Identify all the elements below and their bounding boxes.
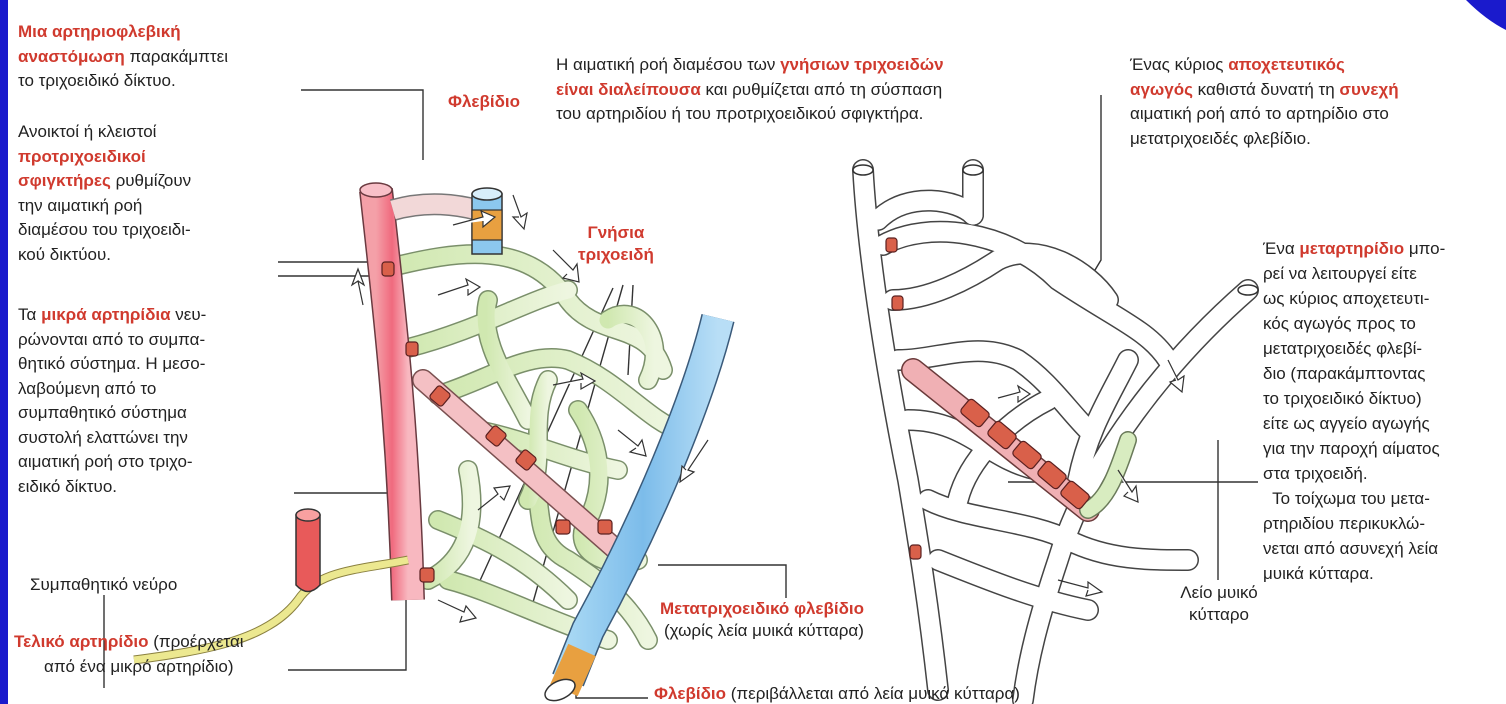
- small-arterioles-text: Τα μικρά αρτηρίδια νευ- ρώνονται από το …: [18, 303, 206, 499]
- sphincters-line5: διαμέσου του τριχοειδι-: [18, 218, 191, 243]
- sphincters-line4: την αιματική ροή: [18, 194, 191, 219]
- small-arterioles-term: μικρά αρτηρίδια: [41, 305, 170, 324]
- metarteriole-line10: στα τριχοειδή.: [1263, 461, 1445, 486]
- metarteriole-line5: μετατριχοειδές φλεβί-: [1263, 336, 1445, 361]
- metarteriole-line6: διο (παρακάμπτοντας: [1263, 361, 1445, 386]
- continuous-term: συνεχή: [1339, 80, 1398, 99]
- metarteriole-term: μεταρτηρίδιο: [1299, 239, 1404, 258]
- metarteriole-line7: το τριχοειδικό δίκτυο): [1263, 386, 1445, 411]
- metarteriole-prefix: Ένα: [1263, 239, 1299, 258]
- thoroughfare-line3: αιματική ροή από το αρτηρίδιο στο: [1130, 102, 1399, 127]
- anastomosis-line3: το τριχοειδικό δίκτυο.: [18, 69, 228, 94]
- av-anastomosis: [393, 204, 478, 210]
- metarteriole-line9: για την παροχή αίματος: [1263, 436, 1445, 461]
- small-arterioles-line5: συμπαθητικό σύστημα: [18, 401, 206, 426]
- thoroughfare-line4: μετατριχοειδές φλεβίδιο.: [1130, 127, 1399, 152]
- true-capillaries-line3: του αρτηριδίου ή του προτριχοειδικού σφι…: [556, 102, 944, 127]
- metarteriole-line2: ρεί να λειτουργεί είτε: [1263, 261, 1445, 286]
- anastomosis-line2: παρακάμπτει: [125, 47, 228, 66]
- terminal-arteriole-term: Τελικό αρτηρίδιο: [14, 632, 149, 651]
- smooth-muscle-label: Λείο μυικό κύτταρο: [1171, 582, 1267, 626]
- small-arterioles-prefix: Τα: [18, 305, 41, 324]
- terminal-arteriole-line2: από ένα μικρό αρτηρίδιο): [14, 655, 244, 680]
- postcapillary-venule-desc: (χωρίς λεία μυικά κύτταρα): [660, 620, 864, 642]
- small-arteriole-stub: [296, 509, 320, 592]
- sphincters-line3: ρυθμίζουν: [111, 171, 191, 190]
- sphincters-line1: Ανοικτοί ή κλειστοί: [18, 120, 191, 145]
- metarteriole-line12: ρτηριδίου περικυκλώ-: [1263, 511, 1445, 536]
- terminal-arteriole: [376, 190, 408, 600]
- smooth-muscle-label-2: κύτταρο: [1171, 604, 1267, 626]
- small-arterioles-line7: αιματική ροή στο τριχο-: [18, 450, 206, 475]
- sphincters-text: Ανοικτοί ή κλειστοί προτριχοειδικοί σφιγ…: [18, 120, 191, 267]
- small-arterioles-line8: ειδικό δίκτυο.: [18, 475, 206, 500]
- sphincters-term: προτριχοειδικοί: [18, 147, 146, 166]
- metarteriole-text: Ένα μεταρτηρίδιο μπο- ρεί να λειτουργεί …: [1263, 236, 1445, 586]
- true-capillaries-label-2: τριχοειδή: [578, 244, 654, 266]
- true-capillaries-prefix: Η αιματική ροή διαμέσου των: [556, 55, 780, 74]
- venule-bottom-label: Φλεβίδιο (περιβάλλεται από λεία μυικά κύ…: [654, 683, 1020, 704]
- thoroughfare-prefix: Ένας κύριος: [1130, 55, 1228, 74]
- postcapillary-venule-term: Μετατριχοειδικό φλεβίδιο: [660, 598, 864, 620]
- metarteriole-line4: κός αγωγός προς το: [1263, 311, 1445, 336]
- small-arterioles-line2: ρώνονται από το συμπα-: [18, 328, 206, 353]
- venule-bottom-desc: (περιβάλλεται από λεία μυικά κύτταρα): [726, 684, 1020, 703]
- metarteriole-line8: είτε ως αγγείο αγωγής: [1263, 411, 1445, 436]
- small-arterioles-line3: θητικό σύστημα. Η μεσο-: [18, 352, 206, 377]
- postcapillary-venule-label: Μετατριχοειδικό φλεβίδιο (χωρίς λεία μυι…: [660, 598, 864, 642]
- venule-bottom-term: Φλεβίδιο: [654, 684, 726, 703]
- sphincters-term-2: σφιγκτήρες: [18, 171, 111, 190]
- small-arterioles-line1: νευ-: [171, 305, 207, 324]
- intermittent-term: είναι διαλείπουσα: [556, 80, 701, 99]
- true-capillaries-label-1: Γνήσια: [578, 222, 654, 244]
- thoroughfare-line2: καθιστά δυνατή τη: [1193, 80, 1339, 99]
- slide: Μια αρτηριοφλεβική αναστόμωση παρακάμπτε…: [8, 0, 1506, 704]
- thoroughfare-term-2: αγωγός: [1130, 80, 1193, 99]
- anastomosis-term-2: αναστόμωση: [18, 47, 125, 66]
- terminal-arteriole-line1: (προέρχεται: [149, 632, 244, 651]
- true-capillaries-text: Η αιματική ροή διαμέσου των γνήσιων τριχ…: [556, 53, 944, 127]
- anastomosis-text: Μια αρτηριοφλεβική αναστόμωση παρακάμπτε…: [18, 20, 228, 94]
- true-capillaries-line2: και ρυθμίζεται από τη σύσπαση: [701, 80, 942, 99]
- terminal-arteriole-text: Τελικό αρτηρίδιο (προέρχεται από ένα μικ…: [14, 630, 244, 679]
- true-capillaries-label: Γνήσια τριχοειδή: [578, 222, 654, 266]
- metarteriole-line11: Το τοίχωμα του μετα-: [1263, 486, 1445, 511]
- thoroughfare-term: αποχετευτικός: [1228, 55, 1345, 74]
- sphincters-line6: κού δικτύου.: [18, 243, 191, 268]
- true-capillaries-term: γνήσιων τριχοειδών: [780, 55, 943, 74]
- smooth-muscle-label-1: Λείο μυικό: [1171, 582, 1267, 604]
- venule-top-label: Φλεβίδιο: [448, 91, 520, 113]
- thoroughfare-text: Ένας κύριος αποχετευτικός αγωγός καθιστά…: [1130, 53, 1399, 151]
- sympathetic-nerve-label: Συμπαθητικό νεύρο: [30, 574, 177, 596]
- metarteriole-line14: μυικά κύτταρα.: [1263, 561, 1445, 586]
- corner-decoration: [1446, 0, 1506, 30]
- small-arterioles-line4: λαβούμενη από το: [18, 377, 206, 402]
- metarteriole-line1: μπο-: [1404, 239, 1445, 258]
- metarteriole-line13: νεται από ασυνεχή λεία: [1263, 536, 1445, 561]
- anastomosis-term: Μια αρτηριοφλεβική: [18, 22, 181, 41]
- metarteriole-line3: ως κύριος αποχετευτι-: [1263, 286, 1445, 311]
- small-arterioles-line6: συστολή ελαττώνει την: [18, 426, 206, 451]
